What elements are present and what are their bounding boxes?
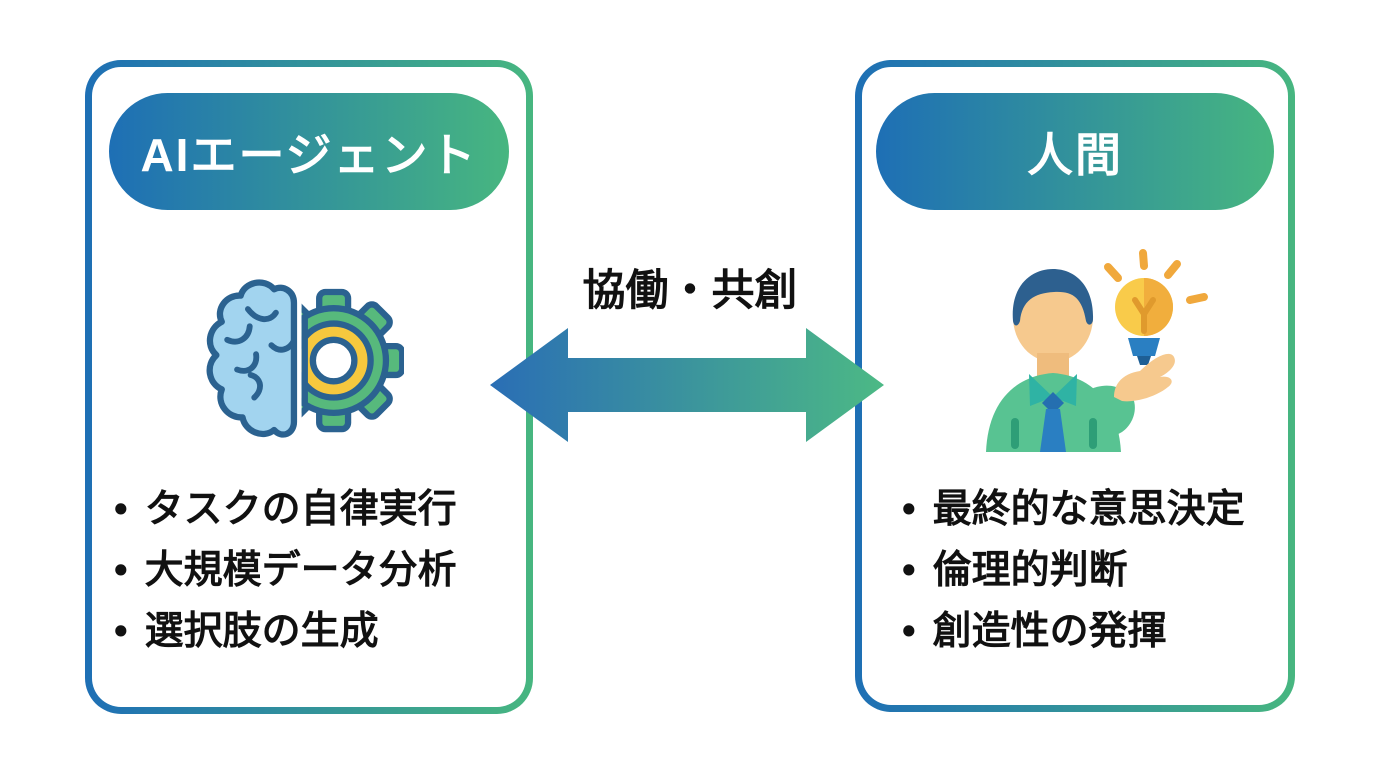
panel-human: 人間: [855, 60, 1295, 712]
panel-ai-agent-body: AIエージェント: [92, 67, 526, 707]
list-item: • 創造性の発揮: [902, 601, 1245, 662]
list-item: • 最終的な意思決定: [902, 479, 1245, 540]
bullet-dot: •: [114, 610, 128, 653]
bullet-dot: •: [902, 610, 916, 653]
bullet-text: 選択肢の生成: [144, 610, 379, 653]
human-title: 人間: [1027, 128, 1123, 181]
bullet-text: 倫理的判断: [932, 549, 1128, 592]
bullet-dot: •: [902, 549, 916, 592]
panel-human-body: 人間: [862, 67, 1288, 705]
list-item: • 倫理的判断: [902, 540, 1245, 601]
list-item: • 選択肢の生成: [114, 601, 457, 662]
bullet-dot: •: [114, 488, 128, 531]
ai-agent-title-pill: AIエージェント: [109, 93, 509, 210]
bullet-dot: •: [114, 549, 128, 592]
ai-agent-title: AIエージェント: [140, 128, 478, 181]
bullet-text: 大規模データ分析: [144, 549, 457, 592]
bullet-dot: •: [902, 488, 916, 531]
bullet-text: 創造性の発揮: [932, 610, 1167, 653]
ai-agent-bullet-list: • タスクの自律実行 • 大規模データ分析 • 選択肢の生成: [114, 479, 457, 662]
bullet-text: 最終的な意思決定: [932, 488, 1245, 531]
list-item: • 大規模データ分析: [114, 540, 457, 601]
human-bullet-list: • 最終的な意思決定 • 倫理的判断 • 創造性の発揮: [902, 479, 1245, 662]
panel-ai-agent: AIエージェント: [85, 60, 533, 714]
human-title-pill: 人間: [876, 93, 1274, 210]
relationship-label: 協働・共創: [582, 267, 798, 315]
brain-gear-icon: [206, 279, 404, 438]
list-item: • タスクの自律実行: [114, 479, 457, 540]
double-arrow-icon: [488, 325, 886, 445]
bullet-text: タスクの自律実行: [144, 488, 457, 531]
human-lightbulb-icon: [986, 249, 1208, 452]
